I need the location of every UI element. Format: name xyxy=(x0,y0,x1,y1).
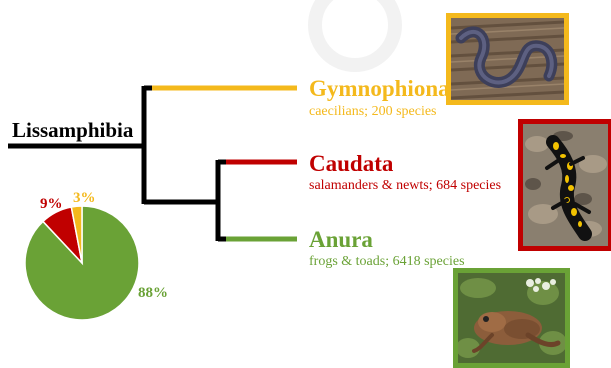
caudata-label: Caudata xyxy=(309,151,393,177)
anura-label: Anura xyxy=(309,227,373,253)
caecilian-photo xyxy=(446,13,569,105)
pie-label-88pct: 88% xyxy=(138,285,168,301)
caudata-description: salamanders & newts; 684 species xyxy=(309,178,501,194)
pie-label-3pct: 3% xyxy=(73,190,96,206)
root-clade-label: Lissamphibia xyxy=(8,118,137,142)
frog-photo xyxy=(453,268,570,368)
gymnophiona-description: caecilians; 200 species xyxy=(309,104,437,120)
pie-label-9pct: 9% xyxy=(40,196,63,212)
species-pie-chart: 88% 9% 3% xyxy=(0,180,200,330)
gymnophiona-label: Gymnophiona xyxy=(309,76,450,102)
salamander-photo xyxy=(518,119,611,251)
anura-description: frogs & toads; 6418 species xyxy=(309,254,465,270)
